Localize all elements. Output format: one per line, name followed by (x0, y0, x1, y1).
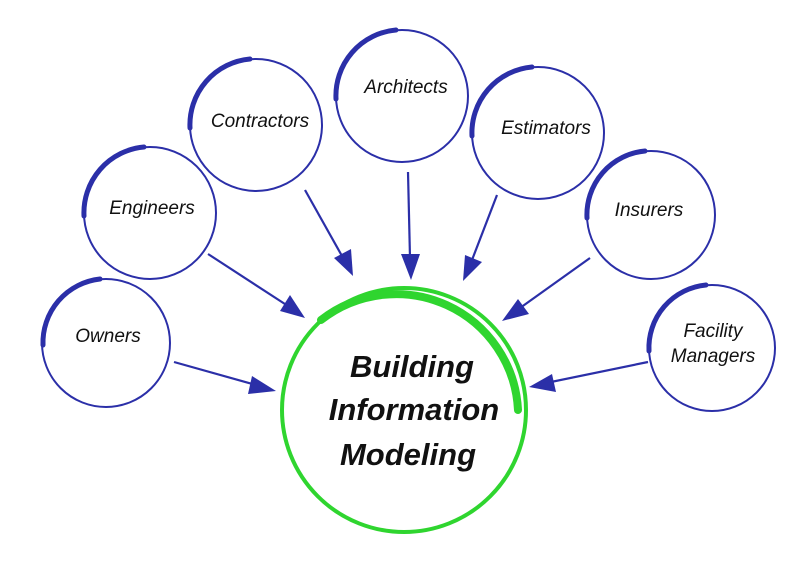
node-owners: Owners (40, 276, 171, 408)
node-facility-managers-label-line2: Managers (671, 346, 756, 367)
stakeholder-nodes: Owners Engineers Contractors Architects … (40, 27, 776, 412)
arrow-engineers (207, 253, 305, 318)
node-insurers-label: Insurers (615, 200, 684, 221)
arrow-contractors (304, 189, 353, 276)
node-engineers: Engineers (81, 144, 217, 280)
node-contractors-label: Contractors (211, 111, 310, 132)
node-estimators: Estimators (469, 64, 605, 200)
center-node: Building Information Modeling (280, 286, 528, 534)
node-owners-label: Owners (75, 326, 141, 347)
node-architects-label: Architects (363, 77, 448, 98)
node-insurers: Insurers (584, 148, 716, 280)
center-title-line2: Information (329, 392, 500, 427)
center-title-line3: Modeling (340, 437, 476, 472)
arrow-estimators (463, 194, 499, 281)
center-title-line1: Building (350, 349, 474, 384)
arrows (173, 171, 649, 394)
node-estimators-label: Estimators (501, 118, 591, 139)
node-contractors: Contractors (187, 56, 323, 192)
node-architects: Architects (333, 27, 469, 163)
arrow-facility-managers (529, 360, 649, 392)
arrow-architects (401, 171, 420, 280)
arrow-insurers (502, 257, 591, 321)
node-engineers-label: Engineers (109, 198, 195, 219)
arrow-owners (173, 360, 276, 394)
node-facility-managers: Facility Managers (646, 282, 776, 412)
node-facility-managers-label-line1: Facility (683, 321, 744, 342)
